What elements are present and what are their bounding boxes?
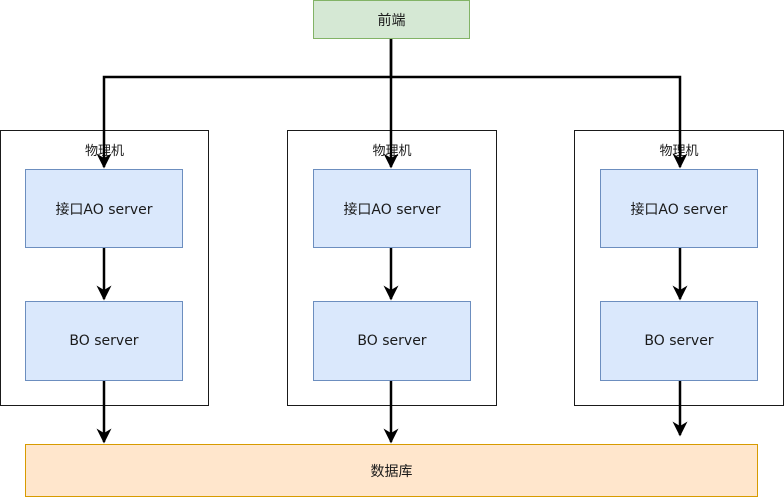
physical-machine-label: 物理机 (84, 144, 124, 159)
bo-server-label: BO server (644, 333, 714, 349)
ao-server-label: 接口AO server (630, 201, 728, 218)
ao-server-label: 接口AO server (55, 201, 153, 218)
physical-machine-label: 物理机 (372, 144, 412, 159)
ao-server-node-3[interactable]: 接口AO server (600, 169, 758, 248)
bo-server-label: BO server (69, 333, 139, 349)
physical-machine-label: 物理机 (659, 144, 699, 159)
bo-server-node-1[interactable]: BO server (25, 301, 183, 381)
database-label: 数据库 (370, 463, 413, 480)
ao-server-node-2[interactable]: 接口AO server (313, 169, 471, 248)
ao-server-label: 接口AO server (343, 201, 441, 218)
frontend-label: 前端 (377, 12, 406, 29)
ao-server-node-1[interactable]: 接口AO server (25, 169, 183, 248)
frontend-node[interactable]: 前端 (313, 0, 470, 39)
database-node[interactable]: 数据库 (25, 444, 758, 497)
bo-server-node-3[interactable]: BO server (600, 301, 758, 381)
bo-server-node-2[interactable]: BO server (313, 301, 471, 381)
bo-server-label: BO server (357, 333, 427, 349)
